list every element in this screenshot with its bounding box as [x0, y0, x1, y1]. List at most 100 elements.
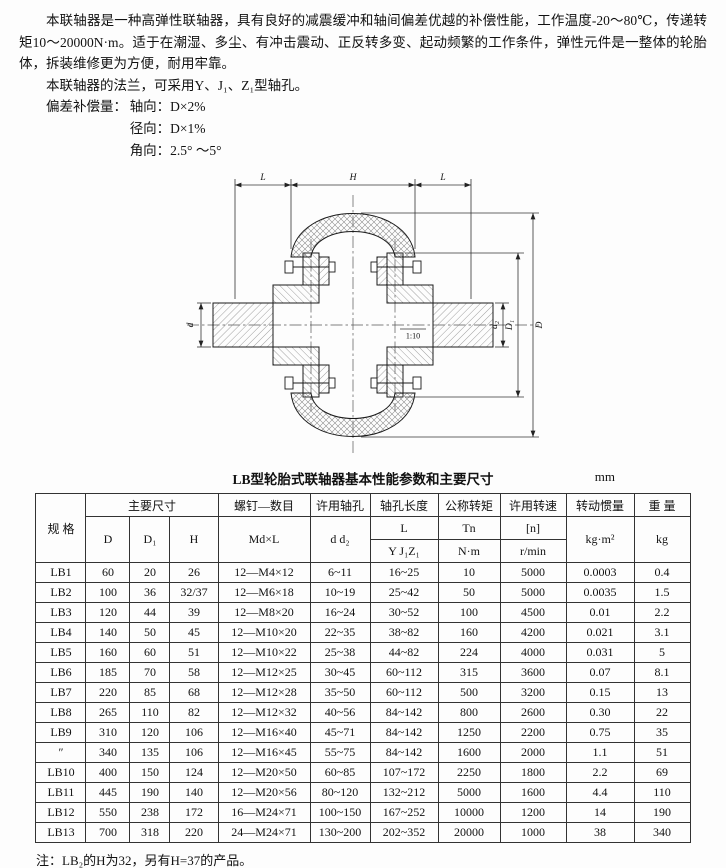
table-cell: 60~112: [369, 662, 439, 684]
table-cell: 3.1: [633, 622, 691, 644]
table-cell: 500: [437, 682, 501, 704]
col-header-bore-len-sub: Y J₁Z₁: [369, 539, 439, 564]
table-cell: 107~172: [369, 762, 439, 784]
dim-label-D1: D₁: [505, 320, 515, 331]
col-header-H: H: [169, 516, 219, 564]
table-cell: 3600: [499, 662, 567, 684]
table-cell: 0.4: [633, 562, 691, 584]
table-cell: 4.4: [565, 782, 635, 804]
coupling-diagram: L H L d d₂ D₁: [173, 165, 553, 462]
col-header-D: D: [85, 516, 131, 564]
table-cell: 1.5: [633, 582, 691, 604]
table-cell: 10: [437, 562, 501, 584]
table-cell: 0.021: [565, 622, 635, 644]
table-cell: 106: [169, 722, 219, 744]
spec-table-head: 规 格 主要尺寸 螺钉—数目 许用轴孔 轴孔长度 公称转矩 许用转速 转动惯量 …: [35, 493, 691, 564]
compensation-radial: 径向：D×1%: [129, 120, 206, 136]
cell-spec: LB7: [35, 682, 87, 704]
table-cell: 130~200: [309, 822, 371, 844]
table-cell: 0.75: [565, 722, 635, 744]
table-cell: 160: [437, 622, 501, 644]
table-cell: 190: [633, 802, 691, 824]
table-cell: 315: [437, 662, 501, 684]
compensation-angular: 角向：2.5° ～5°: [129, 142, 222, 158]
col-header-inertia-unit: kg·m²: [565, 516, 635, 564]
table-cell: 100~150: [309, 802, 371, 824]
table-cell: 172: [169, 802, 219, 824]
table-cell: 25~38: [309, 642, 371, 664]
table-cell: 13: [633, 682, 691, 704]
table-cell: 20: [129, 562, 171, 584]
table-cell: 12—M20×50: [217, 762, 311, 784]
table-cell: 4500: [499, 602, 567, 624]
cell-spec: LB12: [35, 802, 87, 824]
col-header-D1: D₁: [129, 516, 171, 564]
table-cell: 50: [129, 622, 171, 644]
table-cell: 24—M24×71: [217, 822, 311, 844]
table-cell: 1800: [499, 762, 567, 784]
tire-upper: [290, 213, 416, 258]
table-cell: 12—M6×18: [217, 582, 311, 604]
col-header-screw: 螺钉—数目: [217, 493, 311, 518]
table-cell: 238: [129, 802, 171, 824]
table-cell: 44~82: [369, 642, 439, 664]
table-cell: 2200: [499, 722, 567, 744]
table-cell: 0.15: [565, 682, 635, 704]
cell-spec: LB3: [35, 602, 87, 624]
table-cell: 22~35: [309, 622, 371, 644]
coupling-drawing: L H L d d₂ D₁: [186, 173, 545, 454]
table-cell: 12—M16×40: [217, 722, 311, 744]
taper-annotation: 1:10: [399, 328, 427, 342]
table-cell: 38~82: [369, 622, 439, 644]
table-cell: 16—M24×71: [217, 802, 311, 824]
table-cell: 12—M10×22: [217, 642, 311, 664]
table-cell: 0.07: [565, 662, 635, 684]
table-cell: 1200: [499, 802, 567, 824]
table-cell: 2.2: [565, 762, 635, 784]
table-cell: 224: [437, 642, 501, 664]
table-cell: 4200: [499, 622, 567, 644]
table-cell: 10000: [437, 802, 501, 824]
table-cell: 800: [437, 702, 501, 724]
table-cell: 265: [85, 702, 131, 724]
table-title: LB型轮胎式联轴器基本性能参数和主要尺寸: [232, 472, 494, 488]
table-cell: 5000: [499, 582, 567, 604]
compensation-block: 偏差补偿量：轴向：D×2% 径向：D×1% 角向：2.5° ～5°: [46, 96, 707, 161]
table-cell: 1600: [499, 782, 567, 804]
table-cell: 310: [85, 722, 131, 744]
footnote: 注：LB₂的H为32，另有H=37的产品。: [36, 853, 253, 868]
table-cell: 12—M10×20: [217, 622, 311, 644]
table-cell: 220: [85, 682, 131, 704]
table-cell: 39: [169, 602, 219, 624]
dim-label-H: H: [349, 173, 358, 183]
cell-spec: LB1: [35, 562, 87, 584]
table-cell: 35~50: [309, 682, 371, 704]
table-cell: 60: [129, 642, 171, 664]
col-header-torque-unit: N·m: [437, 539, 501, 564]
table-cell: 4000: [499, 642, 567, 664]
cell-spec: LB8: [35, 702, 87, 724]
table-cell: 12—M20×56: [217, 782, 311, 804]
table-cell: 60: [85, 562, 131, 584]
table-cell: 12—M4×12: [217, 562, 311, 584]
cell-spec: LB13: [35, 822, 87, 844]
col-header-bore-len-L: L: [369, 516, 439, 541]
table-cell: 445: [85, 782, 131, 804]
table-cell: 185: [85, 662, 131, 684]
spec-table: 规 格 主要尺寸 螺钉—数目 许用轴孔 轴孔长度 公称转矩 许用转速 转动惯量 …: [35, 493, 691, 844]
col-header-speed: 许用转速: [499, 493, 567, 518]
cell-spec: LB10: [35, 762, 87, 784]
dim-label-d: d: [186, 323, 196, 328]
col-header-weight: 重 量: [633, 493, 691, 518]
table-cell: 110: [129, 702, 171, 724]
table-cell: 25~42: [369, 582, 439, 604]
table-cell: 150: [129, 762, 171, 784]
table-cell: 0.01: [565, 602, 635, 624]
left-shaft: [212, 302, 274, 348]
